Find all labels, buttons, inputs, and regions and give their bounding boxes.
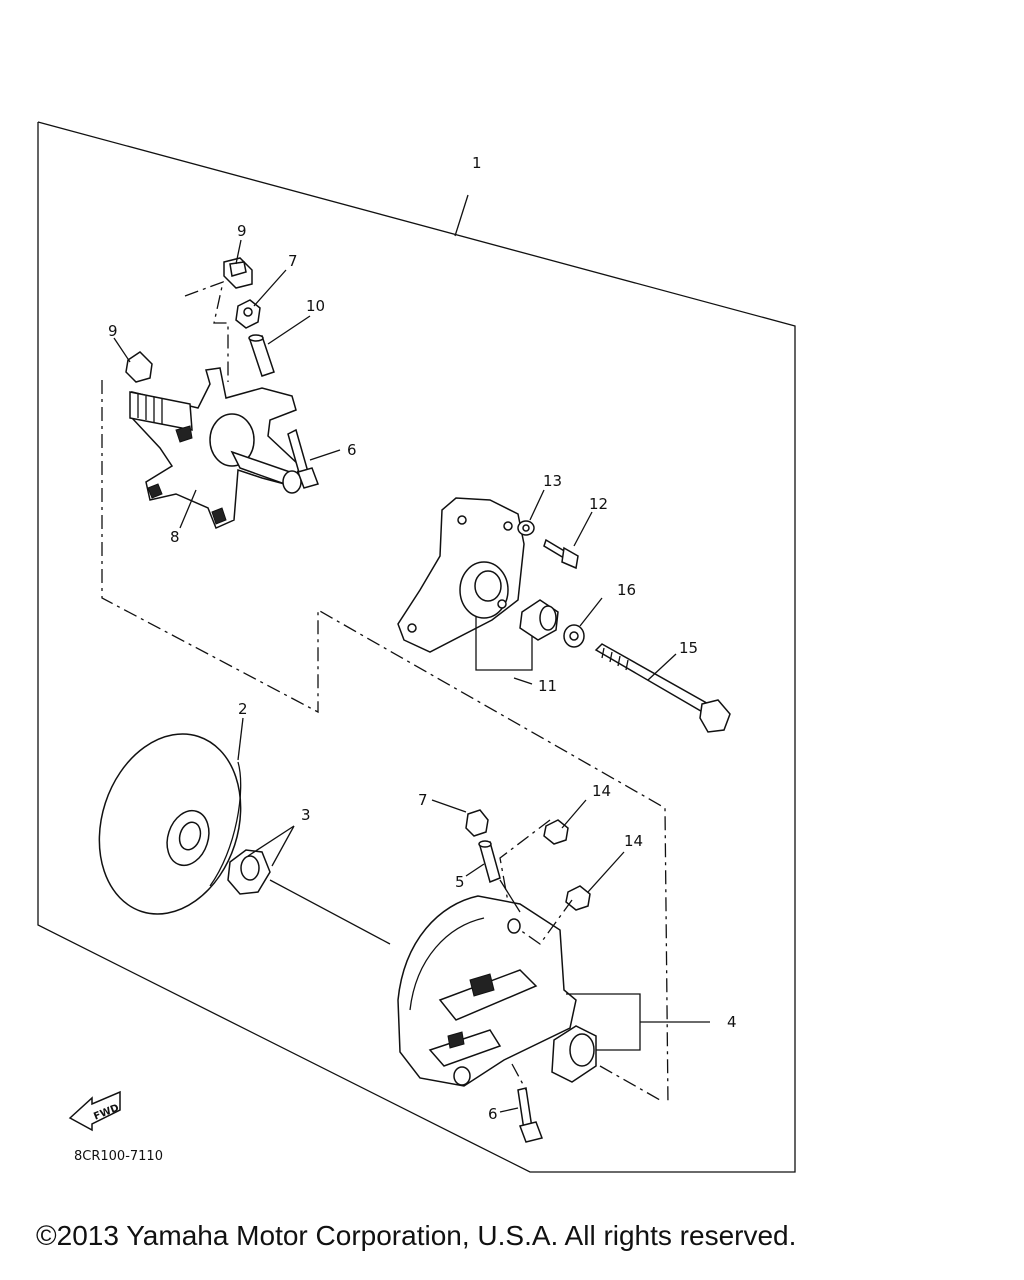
- part-16-washer: [563, 624, 585, 648]
- callout-12: 12: [589, 495, 608, 513]
- callout-15: 15: [679, 639, 698, 657]
- callout-7-lower: 7: [418, 791, 428, 809]
- callout-8: 8: [170, 528, 180, 546]
- part-3-bushing: [227, 849, 271, 895]
- part-13-washer: [517, 520, 535, 536]
- leader-lines: [113, 239, 677, 1113]
- assembly-frame: [37, 121, 796, 1173]
- part-8-spider: [129, 367, 302, 530]
- part-10-pin: [248, 334, 275, 377]
- part-6-bolt-upper: [287, 428, 319, 489]
- callout-7-upper: 7: [288, 252, 298, 270]
- part-6-bolt-lower: [517, 1087, 543, 1143]
- callout-13: 13: [543, 472, 562, 490]
- callout-5: 5: [455, 873, 465, 891]
- assembly-lines: [269, 819, 661, 1101]
- part-14-nut-b: [565, 885, 591, 911]
- callout-1: 1: [472, 154, 482, 172]
- drawing-code: 8CR100-7110: [74, 1149, 163, 1164]
- callout-16: 16: [617, 581, 636, 599]
- callout-3: 3: [301, 806, 311, 824]
- part-12-bolt: [543, 538, 579, 570]
- group-outline-upper: [101, 280, 669, 1106]
- callout-6-lower: 6: [488, 1105, 498, 1123]
- parts-diagram: 1 9 7 10 9 6 8 13 12 16 15 11 2 3 7 14 1…: [37, 121, 796, 1173]
- callout-9-upper: 9: [237, 222, 247, 240]
- part-14-nut-a: [543, 819, 569, 845]
- fwd-arrow-icon: FWD: [68, 1090, 121, 1132]
- callout-9-left: 9: [108, 322, 118, 340]
- part-11-cap: [397, 497, 533, 671]
- part-9-clip-upper: [223, 257, 253, 289]
- part-7-nut-upper: [235, 299, 261, 329]
- callout-14-a: 14: [592, 782, 611, 800]
- callout-14-b: 14: [624, 832, 643, 850]
- callout-4: 4: [727, 1013, 737, 1031]
- callout-10: 10: [306, 297, 325, 315]
- callout-labels: 1 9 7 10 9 6 8 13 12 16 15 11 2 3 7 14 1…: [108, 154, 737, 1123]
- part-5-pin: [478, 840, 501, 884]
- callout-6-upper: 6: [347, 441, 357, 459]
- part-11-bushing: [519, 599, 559, 641]
- part-9-clip-left: [125, 351, 153, 383]
- callout-11: 11: [538, 677, 557, 695]
- part-15-long-bolt: [594, 643, 731, 733]
- part-2-sheave: [98, 733, 242, 915]
- callout-2: 2: [238, 700, 248, 718]
- copyright-notice: ©2013 Yamaha Motor Corporation, U.S.A. A…: [36, 1220, 797, 1251]
- part-7-nut-lower: [465, 809, 489, 837]
- part-4-movable-sheave: [397, 895, 710, 1087]
- part-4-bushing: [551, 1025, 597, 1083]
